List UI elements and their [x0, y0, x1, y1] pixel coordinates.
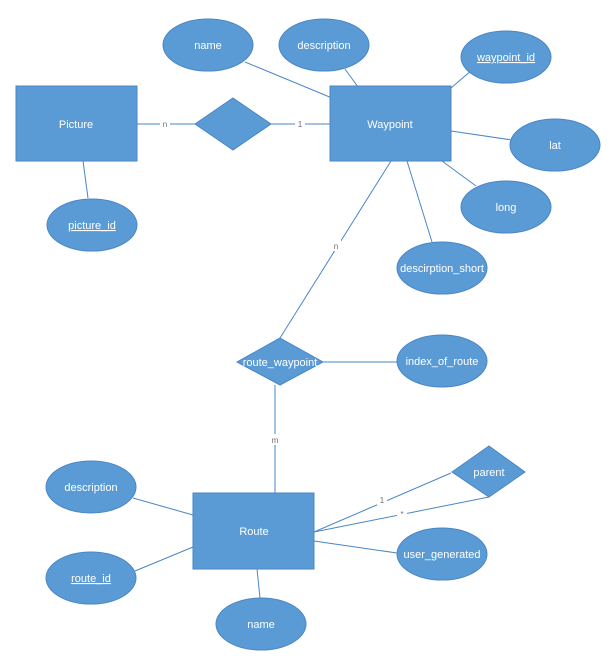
cardinality-waypoint-side-route: n: [334, 242, 338, 251]
attribute-waypoint-id[interactable]: [460, 30, 552, 84]
attribute-waypoint-description-label: description: [297, 40, 350, 52]
entity-route[interactable]: [192, 492, 315, 570]
attribute-waypoint-long-label: long: [496, 202, 517, 214]
entity-waypoint[interactable]: [329, 85, 452, 162]
attribute-waypoint-name-label: name: [194, 40, 222, 52]
connector-route-name: [256, 568, 261, 599]
entity-waypoint-label: Waypoint: [367, 119, 412, 131]
relationship-parent-label: parent: [473, 467, 504, 479]
connector-waypoint-description: [344, 68, 359, 88]
attribute-waypoint-description-short-label: descirption_short: [400, 263, 484, 275]
connector-route-user-generated: [313, 540, 398, 554]
connector-route-description: [132, 497, 194, 516]
cardinality-route-side-waypoint: m: [272, 436, 279, 445]
attribute-route-name-label: name: [247, 619, 275, 631]
cardinality-parent-one: 1: [380, 496, 385, 505]
attribute-waypoint-description-short[interactable]: [396, 241, 488, 295]
cardinalities: n 1 n m 1 *: [160, 118, 407, 519]
attribute-route-id[interactable]: [45, 551, 137, 605]
relationships: route_waypoint parent: [194, 97, 526, 498]
attribute-waypoint-description[interactable]: [278, 18, 370, 72]
attribute-route-description-label: description: [64, 482, 117, 494]
connector-waypoint-lat: [450, 130, 513, 141]
relationship-picture-waypoint[interactable]: [194, 97, 272, 151]
relationship-route-waypoint-label: route_waypoint: [243, 357, 318, 369]
cardinality-waypoint-side-picture: 1: [298, 120, 303, 129]
attribute-waypoint-name[interactable]: [162, 18, 254, 72]
connector-picture-picture-id: [82, 160, 89, 199]
entity-picture[interactable]: [15, 85, 138, 162]
entity-picture-label: Picture: [59, 119, 93, 131]
entities: Picture Waypoint Route: [15, 85, 452, 570]
connector-waypoint-description-short: [406, 160, 433, 243]
attribute-waypoint-id-label: waypoint_id: [476, 52, 535, 64]
connector-waypoint-long: [441, 160, 477, 187]
connector-waypoint-id: [450, 69, 473, 89]
attribute-waypoint-lat-label: lat: [549, 140, 561, 152]
relationship-route-waypoint[interactable]: [235, 337, 325, 386]
cardinality-picture-side: n: [163, 120, 167, 129]
attribute-route-user-generated-label: user_generated: [403, 549, 480, 561]
connector-waypoint-name: [244, 61, 333, 99]
attribute-index-of-route[interactable]: [396, 334, 488, 388]
attribute-picture-id[interactable]: [46, 198, 138, 252]
attribute-index-of-route-label: index_of_route: [406, 356, 479, 368]
connector-route-id: [134, 546, 194, 572]
attributes: name description waypoint_id lat long de…: [45, 18, 601, 651]
attribute-picture-id-label: picture_id: [68, 220, 116, 232]
attribute-waypoint-long[interactable]: [460, 180, 552, 234]
relationship-parent[interactable]: [451, 445, 526, 498]
attribute-route-id-label: route_id: [71, 573, 111, 585]
attribute-route-description[interactable]: [45, 460, 137, 514]
entity-route-label: Route: [239, 526, 268, 538]
attribute-route-name[interactable]: [215, 597, 307, 651]
attribute-waypoint-lat[interactable]: [509, 118, 601, 172]
cardinality-parent-many: *: [400, 510, 403, 519]
attribute-route-user-generated[interactable]: [396, 527, 488, 581]
